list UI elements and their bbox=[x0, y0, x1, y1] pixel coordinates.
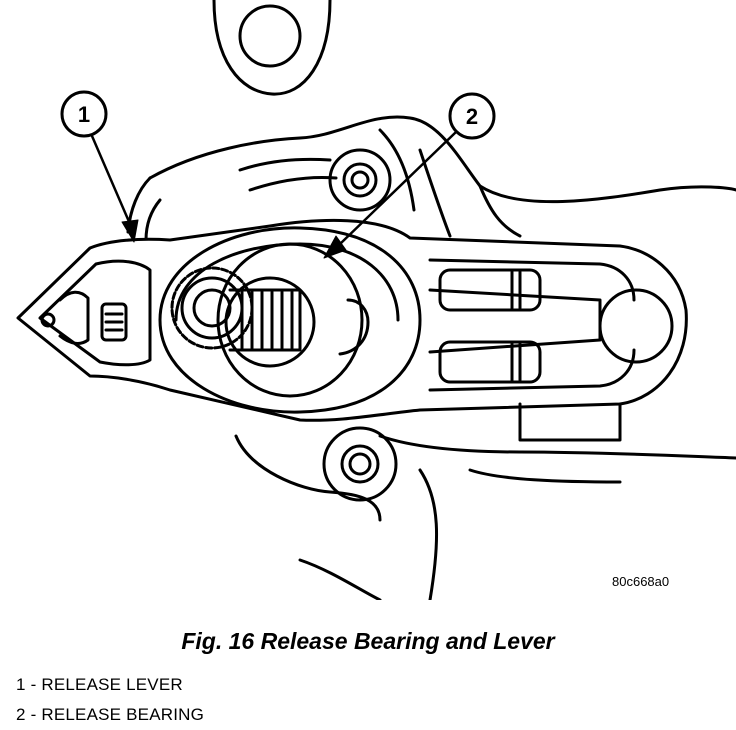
input-shaft bbox=[170, 266, 302, 352]
callout-2-number: 2 bbox=[466, 104, 478, 129]
legend-item-release-bearing: 2 - RELEASE BEARING bbox=[16, 705, 205, 724]
figure-caption: Fig. 16 Release Bearing and Lever bbox=[181, 628, 555, 654]
figure-code: 80c668a0 bbox=[612, 574, 670, 589]
release-bearing bbox=[158, 226, 422, 414]
release-bearing-lever-illustration: 1 2 bbox=[16, 0, 736, 600]
transmission-housing bbox=[126, 115, 736, 600]
callout-1 bbox=[60, 90, 139, 243]
top-boss bbox=[212, 0, 332, 96]
callout-1-number: 1 bbox=[78, 102, 90, 127]
lower-mounting-boss bbox=[322, 426, 398, 502]
legend-item-release-lever: 1 - RELEASE LEVER bbox=[16, 675, 183, 694]
callout-2 bbox=[323, 92, 496, 259]
upper-mounting-boss bbox=[328, 148, 392, 212]
